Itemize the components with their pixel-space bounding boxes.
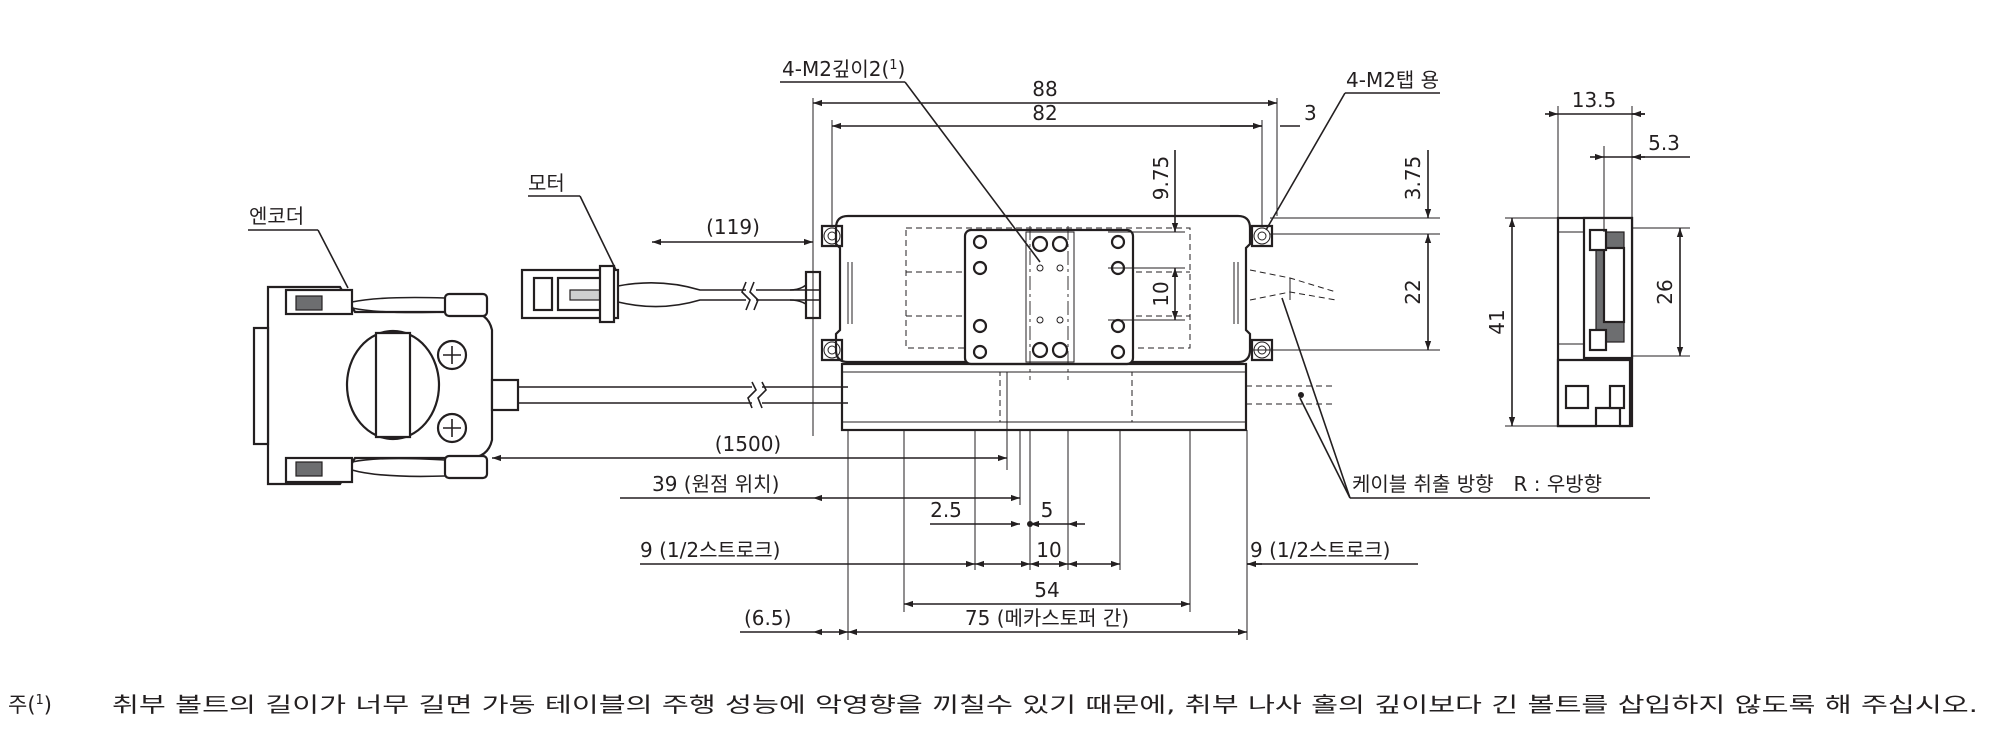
labels: 4-M2깊이2(1) 4-M2탭 용 모터 엔코더 케이블 취출 방향 R : … bbox=[249, 57, 1602, 496]
dim-10-vertical: 10 bbox=[1149, 281, 1173, 306]
encoder-connector bbox=[252, 285, 520, 486]
dim-54: 54 bbox=[1034, 578, 1059, 602]
motor-connector bbox=[520, 264, 822, 324]
tap-label: 4-M2탭 용 bbox=[1346, 68, 1439, 92]
dim-119: (119) bbox=[706, 215, 760, 239]
dim-22: 22 bbox=[1401, 279, 1425, 304]
encoder-leads bbox=[351, 292, 489, 480]
dim-41: 41 bbox=[1485, 309, 1509, 334]
dim-2-5: 2.5 bbox=[930, 498, 962, 522]
footnote-text: 취부 볼트의 길이가 너무 길면 가동 테이블의 주행 성능에 악영향을 끼칠수… bbox=[112, 693, 1978, 717]
footnote-marker: 주(1) bbox=[8, 693, 52, 717]
actuator-base-view bbox=[840, 362, 1336, 432]
dim-3: 3 bbox=[1304, 101, 1317, 125]
dim-26: 26 bbox=[1653, 279, 1677, 304]
encoder-label: 엔코더 bbox=[249, 204, 304, 228]
dim-39-origin: 39 (원점 위치) bbox=[652, 472, 779, 496]
dim-82: 82 bbox=[1032, 101, 1057, 125]
dim-75-mechanical-stopper: 75 (메카스토퍼 간) bbox=[965, 606, 1129, 630]
motor-label: 모터 bbox=[528, 171, 565, 195]
dim-9-half-stroke-right: 9 (1/2스트로크) bbox=[1250, 538, 1390, 562]
dim-6-5: (6.5) bbox=[744, 606, 791, 630]
actuator-side-view bbox=[1556, 216, 1634, 428]
dim-9-half-stroke-left: 9 (1/2스트로크) bbox=[640, 538, 780, 562]
dim-5: 5 bbox=[1041, 498, 1054, 522]
dim-88: 88 bbox=[1032, 77, 1057, 101]
dimension-lines bbox=[492, 98, 1690, 640]
footnote: 주(1) 취부 볼트의 길이가 너무 길면 가동 테이블의 주행 성능에 악영향… bbox=[8, 693, 1978, 717]
leader-lines bbox=[248, 81, 1650, 499]
cable-direction-label: 케이블 취출 방향 R : 우방향 bbox=[1352, 472, 1602, 496]
dimension-values: 88 82 3 (119) 9.75 10 3.75 22 41 26 13.5… bbox=[640, 77, 1680, 630]
dim-10-horizontal: 10 bbox=[1036, 538, 1061, 562]
encoder-cable bbox=[518, 381, 848, 409]
tap-depth-label: 4-M2깊이2(1) bbox=[782, 57, 905, 81]
actuator-top-view bbox=[790, 214, 1337, 380]
dim-1500: (1500) bbox=[715, 432, 782, 456]
dim-5-3: 5.3 bbox=[1648, 131, 1680, 155]
dim-13-5: 13.5 bbox=[1572, 88, 1617, 112]
dim-9-75: 9.75 bbox=[1149, 156, 1173, 201]
dim-3-75: 3.75 bbox=[1401, 156, 1425, 201]
